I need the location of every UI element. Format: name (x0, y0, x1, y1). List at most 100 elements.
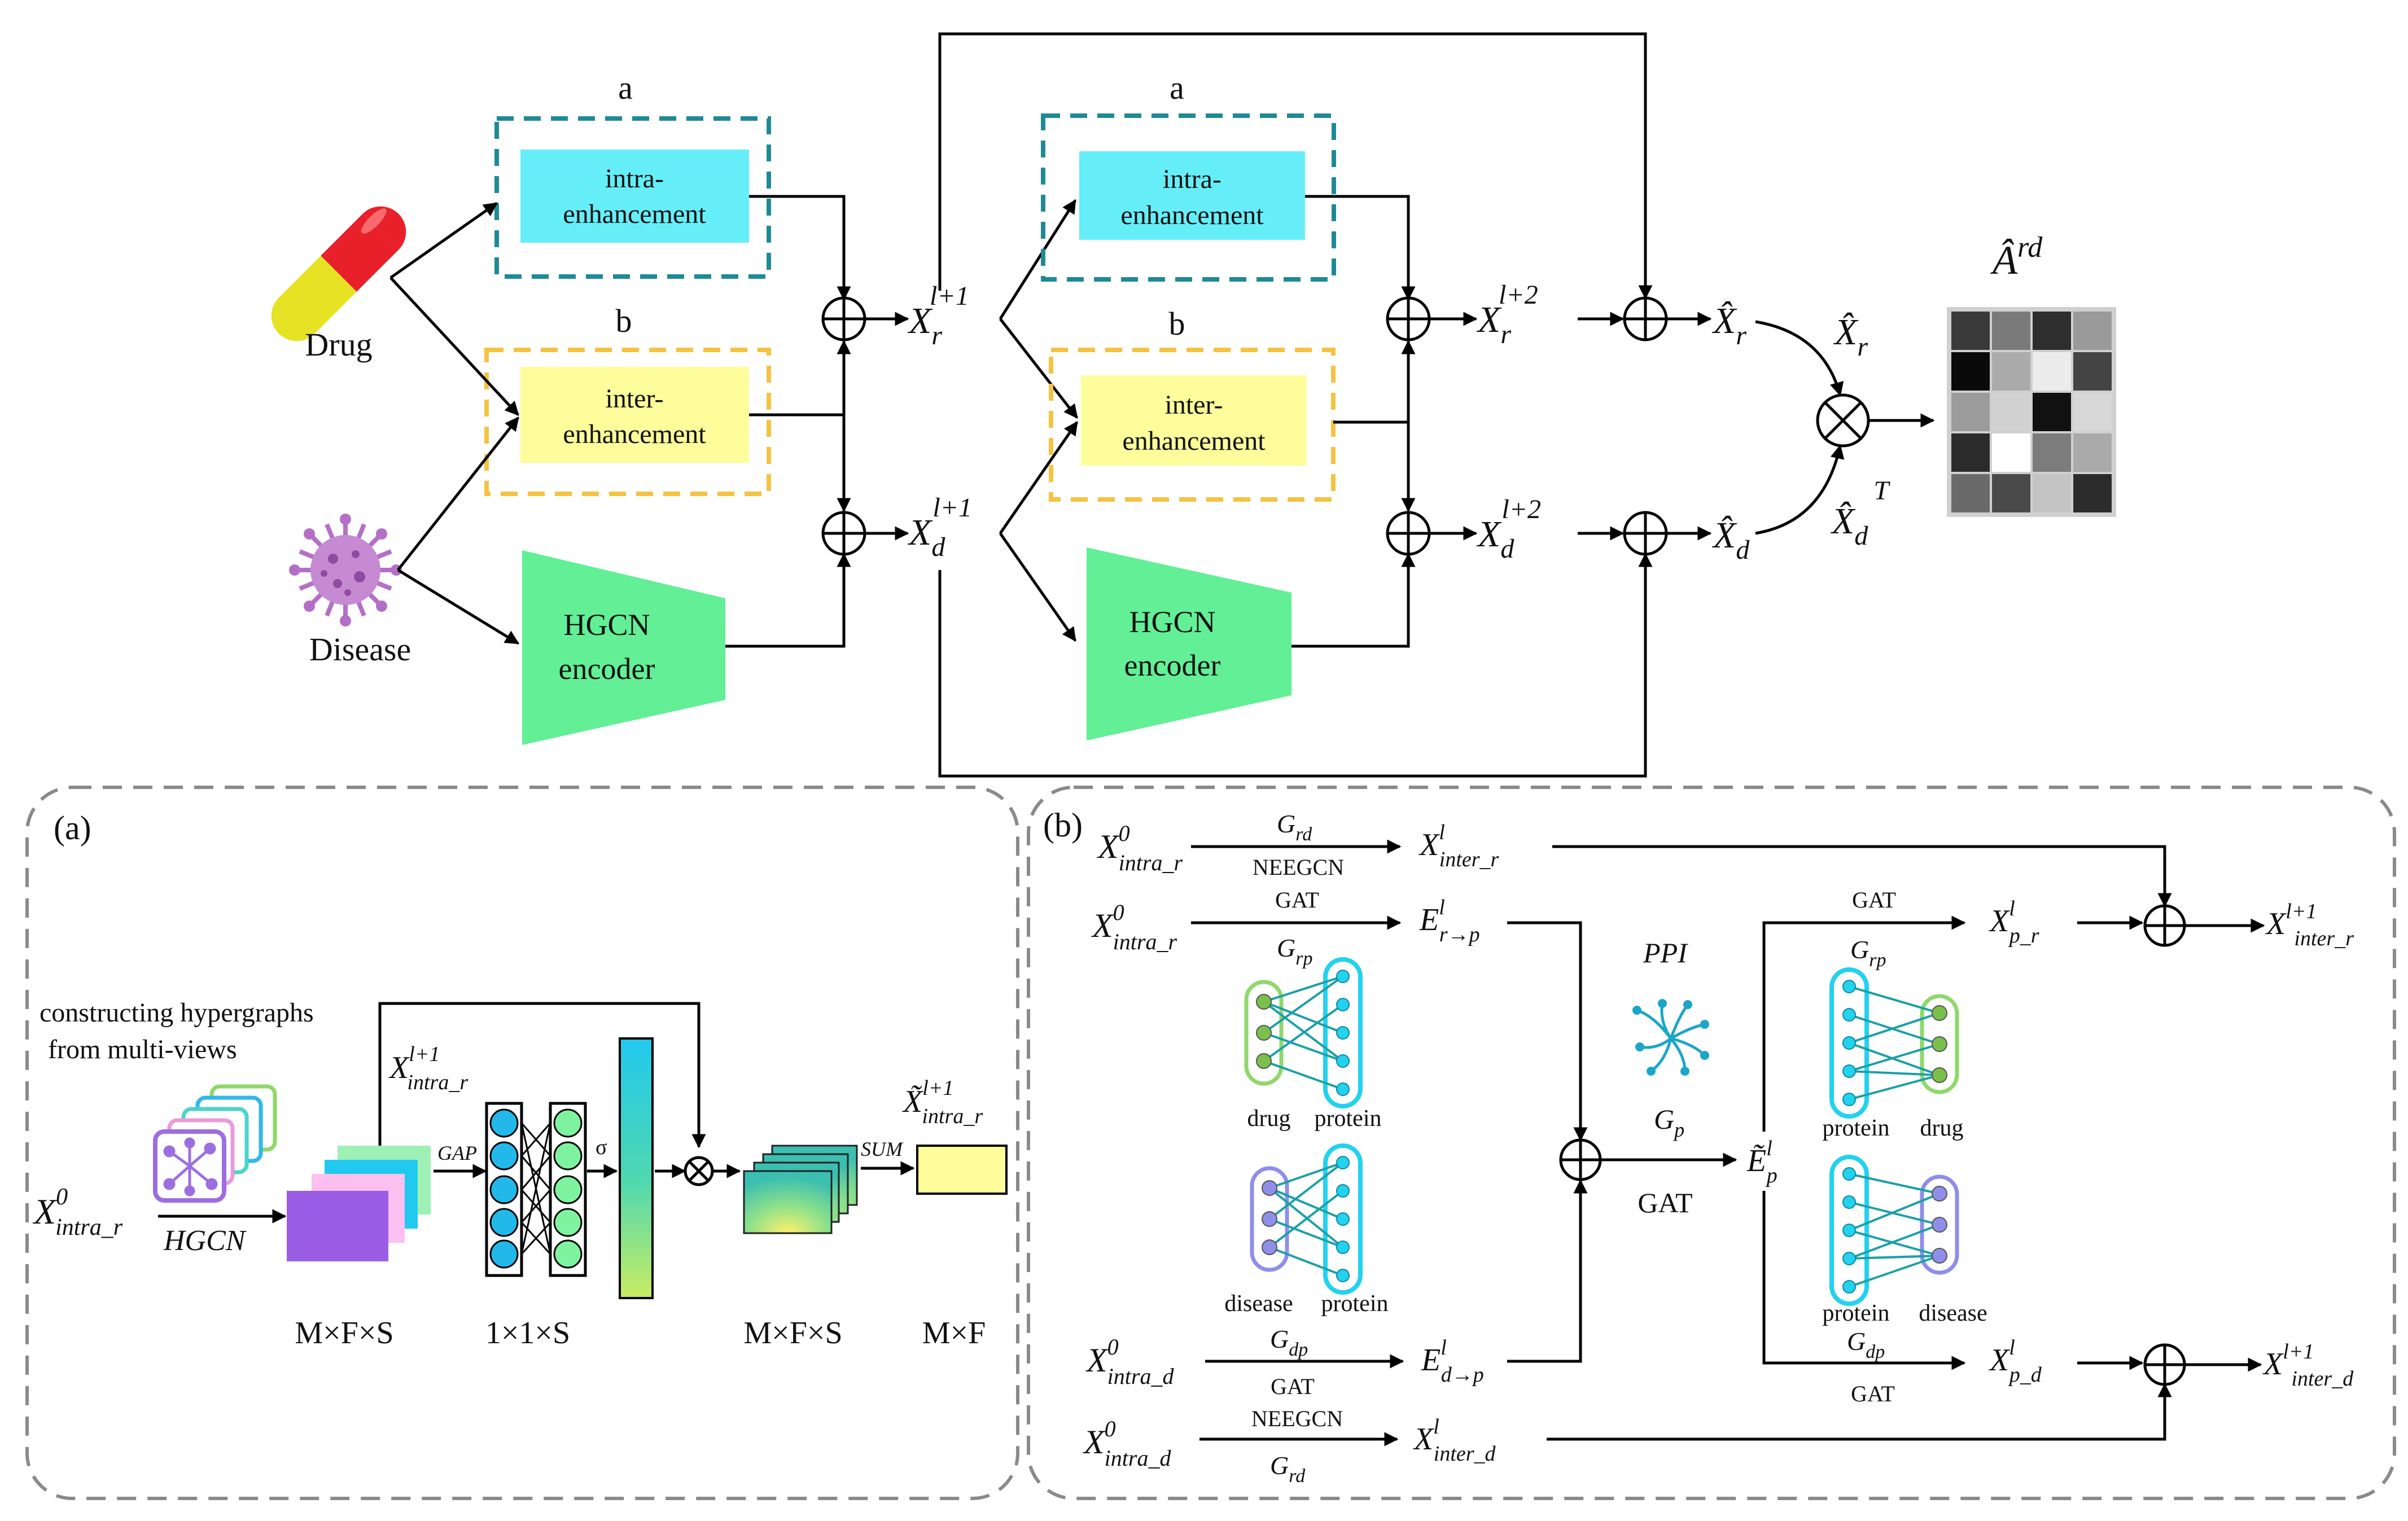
inter-label-line2: enhancement (563, 419, 706, 449)
heatmap-cell (2073, 352, 2112, 391)
g-dp-right: Gdp (1847, 1327, 1885, 1362)
intra-enhancement-box-1 (520, 150, 749, 243)
x-d-hat-t: X̂dT (1830, 476, 1890, 551)
heatmap-cell (2073, 474, 2112, 512)
skip-connection-d (938, 553, 1653, 778)
inter-label-2-line2: enhancement (1122, 426, 1266, 456)
intra-label-line2: enhancement (563, 199, 706, 229)
g-rp-left: Grp (1277, 933, 1312, 969)
intra-label-line1: intra- (605, 164, 664, 194)
heatmap-cell (2033, 352, 2071, 391)
sigma-label: σ (596, 1136, 607, 1159)
label-b-2: b (1169, 305, 1185, 342)
hgcn-2-label-line1: HGCN (1129, 605, 1215, 639)
disease-protein-bipartite-graph (1250, 1143, 1363, 1295)
feature-map-stack (287, 1146, 431, 1261)
curve-d-to-mult (1755, 444, 1845, 535)
weighted-feature-maps (743, 1145, 858, 1234)
ppi-network-icon (1632, 999, 1709, 1076)
heatmap-cell (2033, 474, 2071, 512)
inter-label-line1: inter- (606, 384, 664, 414)
heatmap-cell (2073, 312, 2112, 350)
heatmap-cell (2073, 433, 2112, 472)
disease-to-inter-arrow (397, 417, 519, 571)
g-rp-right: Grp (1850, 935, 1886, 971)
label-b-1: b (616, 303, 632, 339)
drug-label: Drug (305, 326, 372, 363)
panel-b-tag: (b) (1043, 806, 1083, 844)
construct-label-line1: constructing hypergraphs (40, 998, 314, 1028)
drug-capsule-icon (271, 206, 406, 341)
drug-to-inter-arrow (389, 277, 519, 416)
protein-node-label-3: protein (1823, 1115, 1890, 1141)
heatmap-cell (1951, 433, 1990, 472)
add-op-d-2 (1386, 511, 1431, 556)
g-dp-left: Gdp (1270, 1325, 1308, 1360)
fc-network (485, 1102, 587, 1277)
panel-a-border (25, 786, 1019, 1500)
protein-node-label-4: protein (1823, 1300, 1890, 1326)
heatmap-cell (1951, 312, 1990, 350)
heatmap-cell (1951, 393, 1990, 431)
intra-label-2-line1: intra- (1163, 164, 1221, 194)
label-a-1: a (618, 69, 633, 106)
gat-3: GAT (1271, 1374, 1315, 1399)
protein-disease-bipartite-graph (1829, 1155, 1959, 1306)
ppi-label: PPI (1643, 937, 1688, 968)
intra-enhancement-box-2 (1079, 151, 1305, 240)
attention-weight-bar (619, 1037, 654, 1299)
x-d-l1: Xdl+1 (907, 493, 972, 562)
matmul-op (1816, 393, 1870, 448)
inter-label-2-line1: inter- (1165, 390, 1223, 420)
prediction-heatmap (1947, 307, 2116, 517)
heatmap-cell (1992, 433, 2030, 472)
disease-label: Disease (309, 631, 411, 668)
gat-1: GAT (1275, 887, 1319, 913)
intra-dashed-box-2 (1041, 113, 1336, 282)
elementwise-mult-op (684, 1156, 714, 1186)
heatmap-cell (1951, 352, 1990, 391)
label-a-2: a (1170, 69, 1184, 106)
panel-b-border (1027, 786, 2396, 1500)
heatmap-cell (2033, 312, 2071, 350)
inter-enhancement-box-1 (520, 367, 749, 463)
heatmap-cell (1992, 352, 2030, 391)
skip-connection-r (938, 32, 1653, 300)
add-op-d-3 (1623, 511, 1668, 556)
hgcn-label-line2: encoder (559, 652, 655, 686)
curve-r-to-mult (1755, 320, 1844, 397)
x-d-hat: X̂d (1711, 515, 1750, 565)
drug-node-label-2: drug (1920, 1115, 1964, 1141)
add-op-r-3 (1623, 296, 1668, 341)
heatmap-cell (1951, 474, 1990, 512)
output-feature-box (916, 1145, 1008, 1195)
heatmap-cell (1992, 474, 2030, 512)
inter-enhancement-box-2 (1081, 375, 1307, 466)
disease-node-label-1: disease (1224, 1291, 1293, 1317)
x-r-l1: Xrl+1 (907, 281, 969, 350)
drug-protein-bipartite-graph (1244, 957, 1363, 1108)
gat-right-bottom: GAT (1851, 1381, 1895, 1406)
drug-node-label: drug (1247, 1106, 1291, 1132)
add-op-inter-d (2143, 1343, 2186, 1386)
gat-center: GAT (1638, 1187, 1692, 1218)
add-op-center (1559, 1138, 1602, 1181)
inter-dashed-box-1 (484, 348, 771, 496)
hgcn-out-line-1 (725, 553, 851, 648)
heatmap-cell (2033, 393, 2071, 431)
hgcn-encoder-2 (1087, 547, 1291, 740)
g-rd-bottom: Grd (1270, 1451, 1306, 1487)
dim-mfs-1: M×F×S (295, 1316, 393, 1351)
dim-11s: 1×1×S (485, 1316, 570, 1351)
x-r-l2: Xrl+2 (1476, 280, 1538, 349)
